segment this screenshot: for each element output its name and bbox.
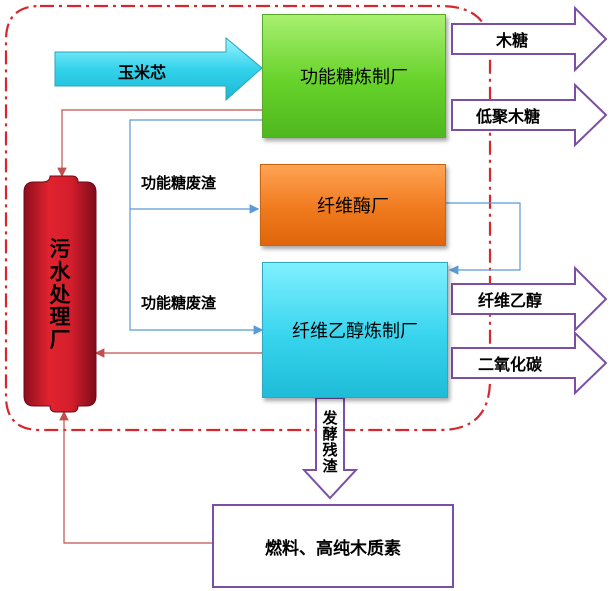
- fermentation-char-2: 酵: [322, 424, 338, 443]
- co2-arrow: [451, 330, 608, 396]
- xylose-arrow: [451, 5, 608, 73]
- fermentation-residue-arrow: [301, 397, 359, 500]
- fermentation-char-3: 残: [322, 441, 338, 459]
- wastewater-char-1: 污: [49, 237, 71, 262]
- wastewater-plant-label: 污 水 处 理 厂: [24, 188, 96, 402]
- residue-label-bottom: 功能糖废渣: [141, 294, 217, 312]
- wastewater-char-5: 厂: [49, 328, 71, 352]
- ethanol-product-arrow: [451, 265, 608, 333]
- wastewater-char-3: 处: [49, 282, 71, 307]
- sugar-to-wastewater-line: [57, 109, 262, 178]
- corn-cob-input-arrow: [54, 36, 263, 102]
- xylo-oligo-arrow: [451, 82, 608, 148]
- cellulase-plant-box: 纤维酶厂: [260, 164, 446, 246]
- residue-line-main: [129, 119, 264, 335]
- co2-label: 二氧化碳: [478, 355, 543, 374]
- final-to-wastewater-line: [59, 410, 212, 544]
- fermentation-char-4: 渣: [322, 457, 338, 476]
- final-products-label: 燃料、高纯木质素: [265, 538, 401, 559]
- wastewater-char-4: 理: [49, 305, 71, 330]
- xylose-label: 木糖: [496, 31, 529, 50]
- residue-label-top: 功能糖废渣: [141, 174, 217, 192]
- ethanol-plant-box: 纤维乙醇炼制厂: [262, 262, 448, 398]
- sugar-plant-label: 功能糖炼制厂: [300, 67, 408, 88]
- corn-cob-label: 玉米芯: [118, 63, 167, 82]
- cellulase-plant-label: 纤维酶厂: [317, 196, 389, 217]
- wastewater-char-2: 水: [49, 259, 71, 284]
- fermentation-char-1: 发: [322, 408, 338, 427]
- fermentation-residue-label: 发 酵 残 渣: [316, 401, 344, 483]
- ethanol-product-label: 纤维乙醇: [478, 291, 543, 310]
- ethanol-plant-label: 纤维乙醇炼制厂: [292, 321, 418, 342]
- process-boundary: [4, 4, 492, 432]
- cellulase-to-ethanol-line: [446, 202, 521, 275]
- xylo-oligo-label: 低聚木糖: [476, 107, 541, 126]
- wastewater-plant-box: [23, 175, 97, 413]
- sugar-plant-box: 功能糖炼制厂: [262, 14, 446, 138]
- final-products-box: 燃料、高纯木质素: [212, 504, 454, 588]
